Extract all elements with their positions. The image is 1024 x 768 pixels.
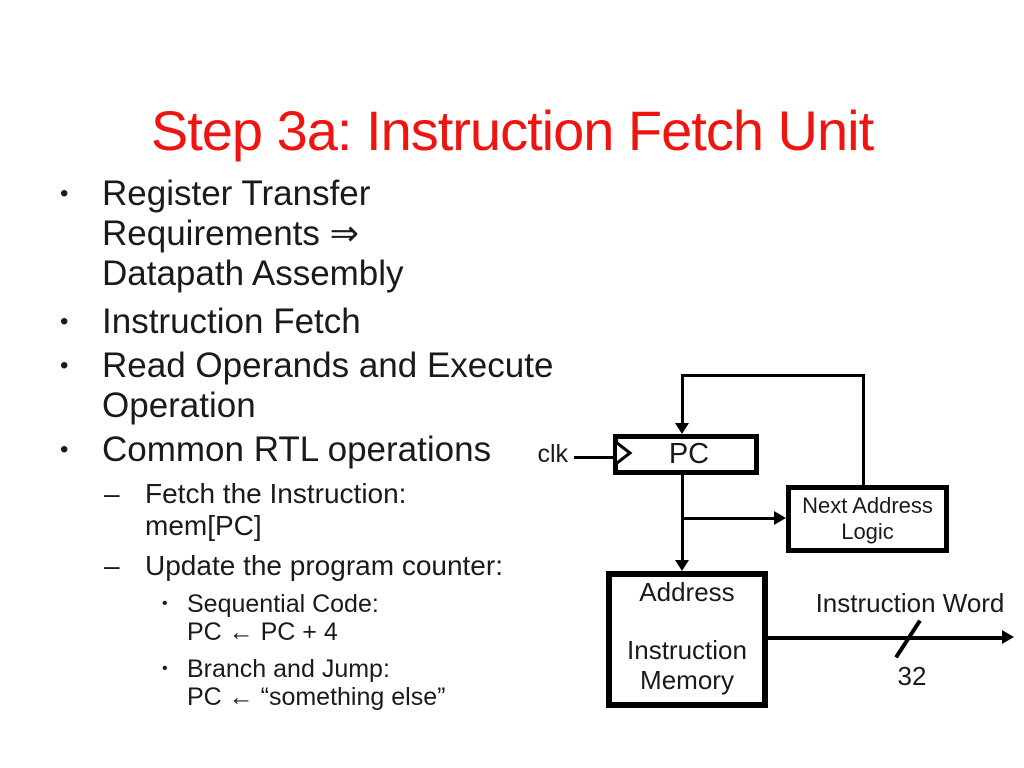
- feedback-wire-top: [681, 374, 865, 377]
- next-address-logic-label: Logic: [841, 519, 894, 544]
- bullet-marker: •: [60, 180, 69, 207]
- bullet-marker: •: [162, 660, 168, 677]
- bullet-item: • Register Transfer Requirements ⇒ Datap…: [40, 174, 620, 294]
- bullet-marker: –: [104, 478, 120, 509]
- bullet-line: PC ← “something else”: [187, 683, 446, 711]
- pc-register-box: PC: [613, 434, 759, 475]
- bullet-line: Common RTL operations: [102, 430, 492, 469]
- bus-width-label: 32: [897, 661, 927, 691]
- bullet-line: Fetch the Instruction:: [145, 478, 407, 509]
- bullet-item: • Instruction Fetch: [40, 302, 620, 342]
- bullet-marker: •: [162, 595, 168, 612]
- bullet-line: PC ← PC + 4: [187, 618, 338, 646]
- bullet-marker: –: [104, 550, 120, 581]
- bullet-marker: •: [60, 308, 69, 335]
- bullet-list: • Register Transfer Requirements ⇒ Datap…: [40, 174, 620, 711]
- bullet-item: – Update the program counter:: [40, 550, 620, 582]
- clk-label: clk: [537, 440, 568, 468]
- next-address-logic-label: Next Address: [802, 493, 933, 518]
- feedback-wire-left: [681, 374, 684, 424]
- bullet-item: • Read Operands and Execute Operation: [40, 346, 620, 426]
- instruction-word-wire: [767, 636, 1007, 640]
- bullet-item: • Common RTL operations: [40, 430, 620, 470]
- bullet-item: – Fetch the Instruction: mem[PC]: [40, 478, 620, 542]
- bullet-line: Register Transfer: [102, 174, 371, 213]
- bullet-line: Sequential Code:: [187, 590, 379, 618]
- bullet-line: Operation: [102, 386, 256, 425]
- clk-wire: [574, 456, 613, 459]
- bullet-item: • Sequential Code: PC ← PC + 4: [40, 590, 620, 646]
- pc-output-arrowhead: [675, 560, 689, 571]
- bullet-line: Requirements ⇒: [102, 214, 359, 253]
- clock-edge-icon: [616, 441, 633, 465]
- memory-name: Memory: [640, 665, 734, 695]
- bullet-line: Read Operands and Execute: [102, 346, 554, 385]
- instruction-memory-box: Address Instruction Memory: [606, 571, 768, 708]
- pc-label: PC: [668, 438, 710, 470]
- bullet-line: Branch and Jump:: [187, 655, 390, 683]
- instruction-word-label: Instruction Word: [815, 588, 1005, 618]
- next-address-logic-box: Next Address Logic: [786, 485, 949, 553]
- bullet-item: • Branch and Jump: PC ← “something else”: [40, 655, 620, 711]
- bullet-line: Datapath Assembly: [102, 254, 404, 293]
- instruction-word-arrowhead: [1002, 630, 1014, 644]
- branch-wire: [681, 517, 775, 520]
- memory-address-port-label: Address: [639, 577, 735, 607]
- bullet-line: Instruction Fetch: [102, 302, 361, 341]
- bullet-marker: •: [60, 352, 69, 379]
- bullet-line: mem[PC]: [145, 510, 262, 541]
- slide-title: Step 3a: Instruction Fetch Unit: [150, 98, 874, 162]
- bullet-line: Update the program counter:: [145, 550, 503, 581]
- bullet-marker: •: [60, 436, 69, 463]
- feedback-wire-right: [862, 374, 865, 485]
- memory-name: Instruction: [627, 635, 747, 665]
- branch-arrowhead: [774, 511, 786, 525]
- feedback-arrowhead: [675, 423, 689, 434]
